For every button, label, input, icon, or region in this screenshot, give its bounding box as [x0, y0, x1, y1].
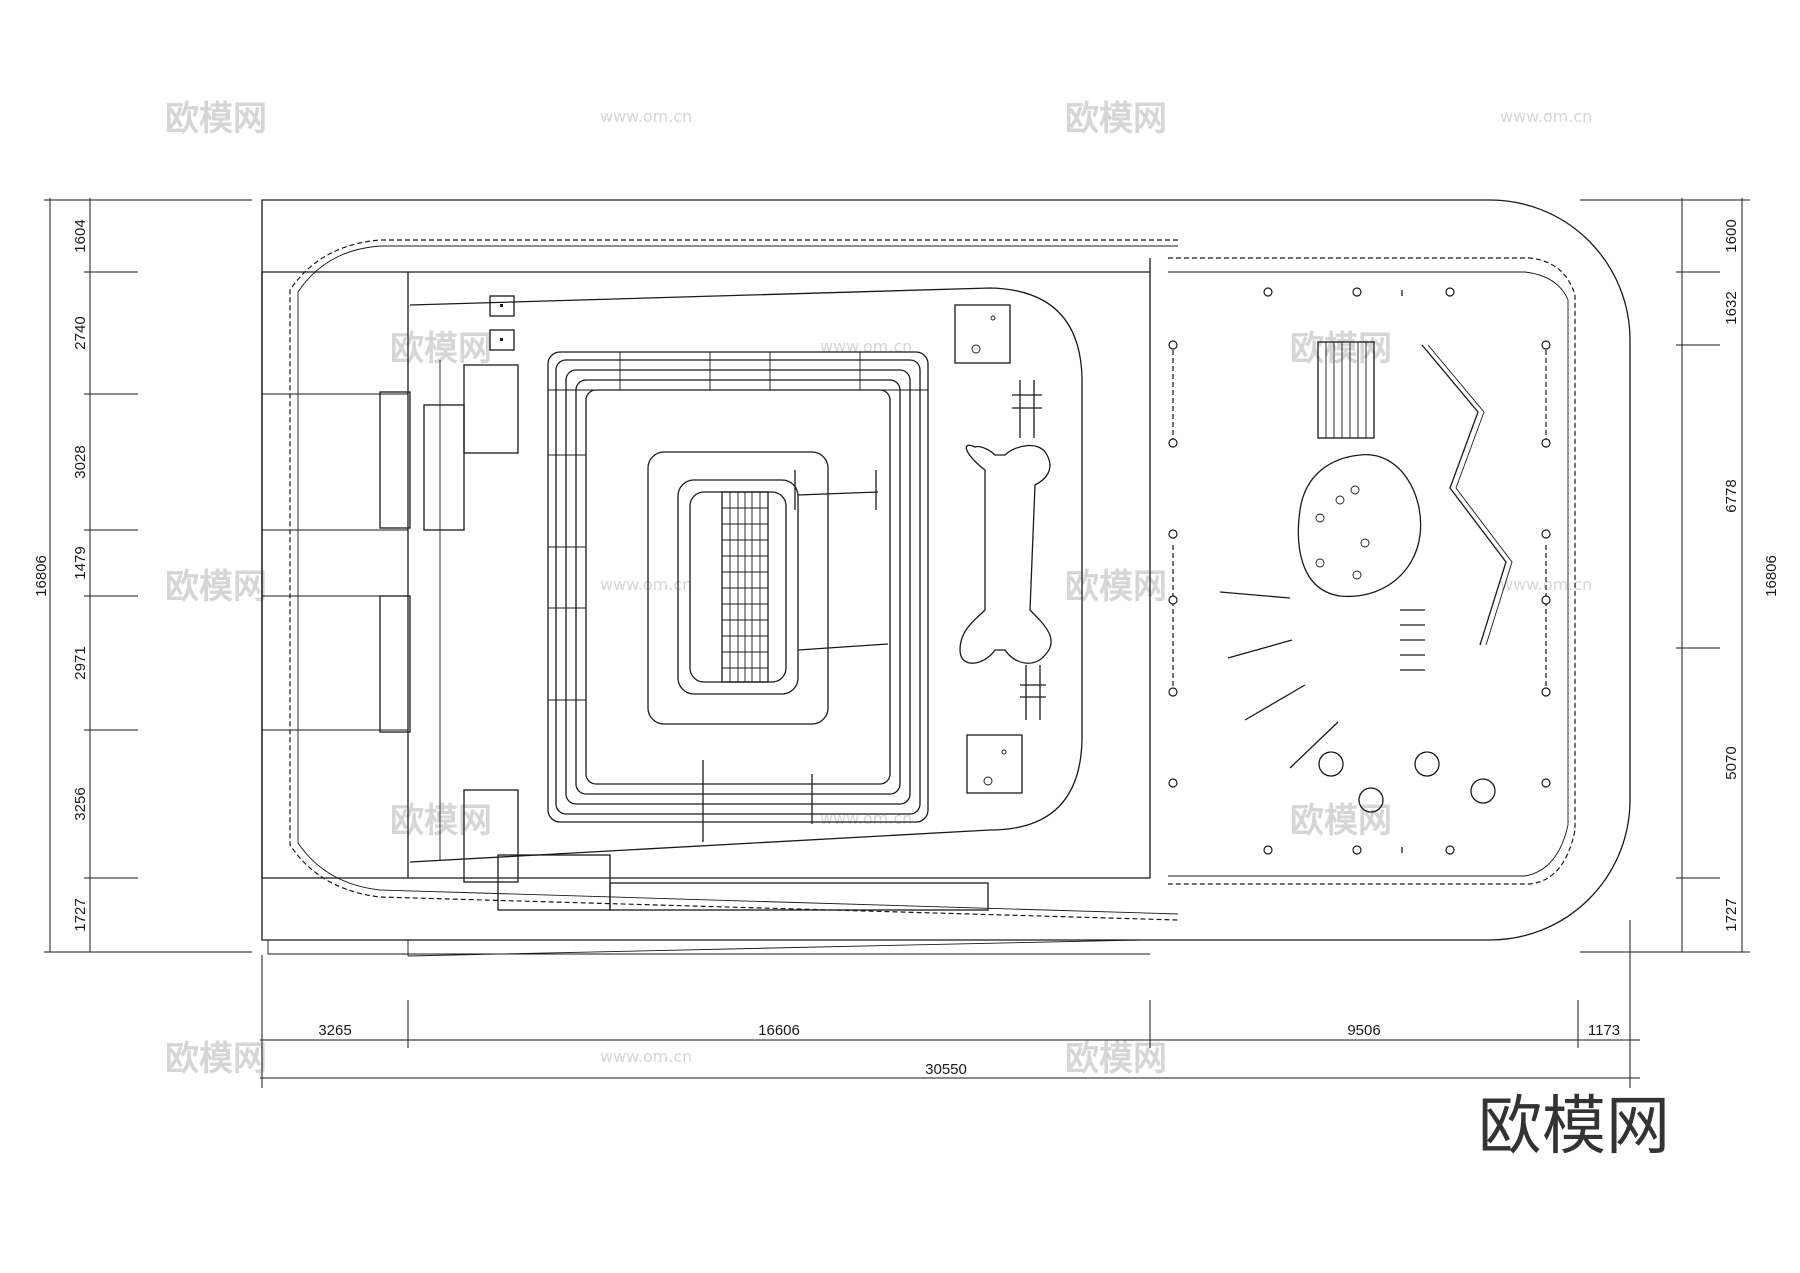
dim-label: 1479 [72, 546, 89, 579]
stage-grid [722, 492, 768, 682]
dim-label: 2971 [72, 646, 89, 679]
dim-label: 16606 [758, 1022, 800, 1039]
left-perimeter-band [289, 239, 1179, 921]
dim-label: 6778 [1723, 479, 1740, 512]
dimension-right: 1600 1632 6778 5070 1727 16806 [1580, 198, 1780, 953]
building-outline [261, 199, 1631, 957]
dim-label: 1727 [1723, 898, 1740, 931]
dim-label: 5070 [1723, 746, 1740, 779]
brand-logo: 欧模网 [1478, 1090, 1670, 1164]
watermark-brand: 欧模网 [165, 1039, 267, 1079]
right-perimeter-band [1168, 257, 1576, 885]
bone-shaped-pool [959, 444, 1052, 664]
dim-label: 1604 [72, 219, 89, 252]
dim-label: 1173 [1588, 1022, 1620, 1039]
dim-total-label: 30550 [925, 1061, 967, 1078]
bench-icon-upper [1012, 380, 1042, 438]
play-yard [1168, 287, 1551, 855]
watermark-brand: 欧模网 [1290, 801, 1392, 841]
watermark-url: www.om.cn [600, 1047, 692, 1066]
bone-pool-area [954, 304, 1052, 794]
watermark-url: www.om.cn [820, 809, 912, 828]
watermark-brand: 欧模网 [390, 329, 492, 369]
boulders [1318, 751, 1496, 813]
watermark-brand: 欧模网 [1290, 329, 1392, 369]
dim-label: 1600 [1723, 219, 1740, 252]
watermark-brand: 欧模网 [1065, 99, 1167, 139]
dim-total-label: 16806 [1763, 555, 1780, 597]
egg-shaped-mound [1297, 454, 1422, 598]
watermark-url: www.om.cn [820, 337, 912, 356]
central-hall [409, 287, 1083, 911]
watermark-url: www.om.cn [600, 575, 692, 594]
dim-label: 2740 [72, 316, 89, 349]
agility-poles [1219, 591, 1339, 769]
stage-arena [547, 351, 929, 842]
dimension-bottom: 3265 16606 9506 1173 30550 [260, 920, 1640, 1088]
slatted-ramp [1317, 341, 1375, 439]
zigzag-balance-beam [1421, 344, 1507, 646]
watermark-brand: 欧模网 [1065, 1039, 1167, 1079]
dim-label: 1632 [1723, 291, 1740, 324]
left-stall-column [262, 272, 411, 878]
watermark-url: www.om.cn [1500, 107, 1592, 126]
dim-total-label: 16806 [33, 555, 50, 597]
dim-label: 9506 [1347, 1022, 1380, 1039]
watermark-url: www.om.cn [600, 107, 692, 126]
dim-label: 1727 [72, 898, 89, 931]
weave-sticks [1400, 609, 1425, 671]
fence-left [1168, 340, 1178, 788]
dim-label: 3028 [72, 445, 89, 478]
watermark-url: www.om.cn [1500, 575, 1592, 594]
watermark-brand: 欧模网 [390, 801, 492, 841]
watermark-brand: 欧模网 [1065, 567, 1167, 607]
watermark-brand: 欧模网 [165, 567, 267, 607]
dimension-left: 1604 2740 3028 1479 2971 3256 1727 16806 [33, 198, 252, 953]
bench-icon-lower [1020, 665, 1046, 720]
fence-right [1541, 340, 1551, 788]
dim-label: 3265 [318, 1022, 351, 1039]
dim-label: 3256 [72, 787, 89, 820]
watermark-brand: 欧模网 [165, 99, 267, 139]
